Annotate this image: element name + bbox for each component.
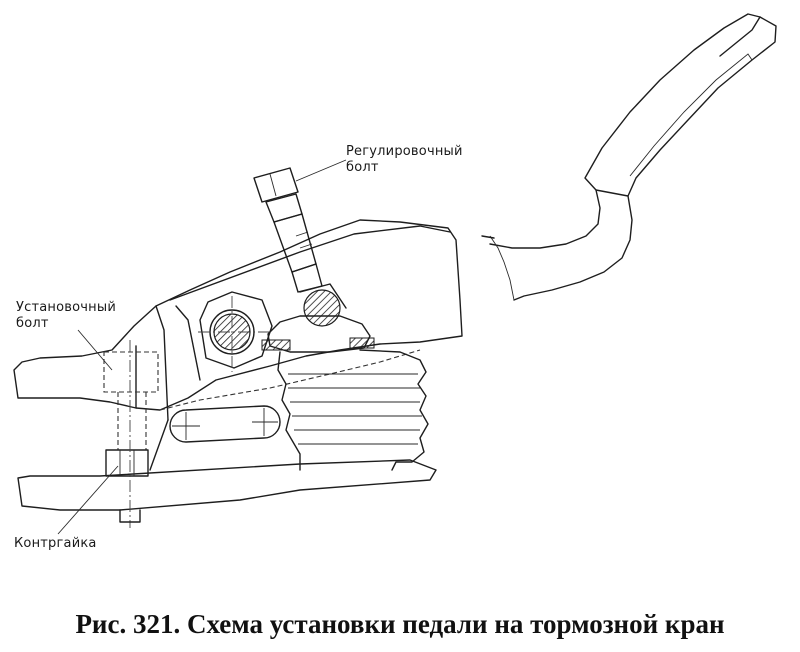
pedal bbox=[481, 13, 777, 301]
pedal-installation-diagram bbox=[13, 13, 777, 535]
adjusting-bolt bbox=[253, 167, 347, 327]
brake-valve-boot bbox=[277, 349, 429, 471]
locknut-leader bbox=[57, 465, 119, 535]
mounting-bolt-label-line1: Установочный bbox=[16, 300, 116, 315]
adjusting-bolt-leader bbox=[295, 159, 347, 182]
mounting-bolt bbox=[103, 340, 159, 528]
slotted-hole bbox=[169, 405, 281, 443]
locknut-label: Контргайка bbox=[14, 536, 97, 551]
mounting-bolt-label-line2: болт bbox=[16, 316, 49, 331]
mounting-bolt-leader bbox=[77, 329, 113, 371]
adjusting-bolt-label-line1: Регулировочный bbox=[346, 144, 463, 159]
bracket-housing bbox=[13, 219, 463, 471]
adjusting-bolt-label-line2: болт bbox=[346, 160, 379, 175]
brake-valve-plate bbox=[261, 315, 375, 353]
figure-caption: Рис. 321. Схема установки педали на торм… bbox=[75, 609, 725, 639]
base-plate bbox=[17, 459, 437, 511]
pivot-shaft bbox=[198, 291, 273, 372]
